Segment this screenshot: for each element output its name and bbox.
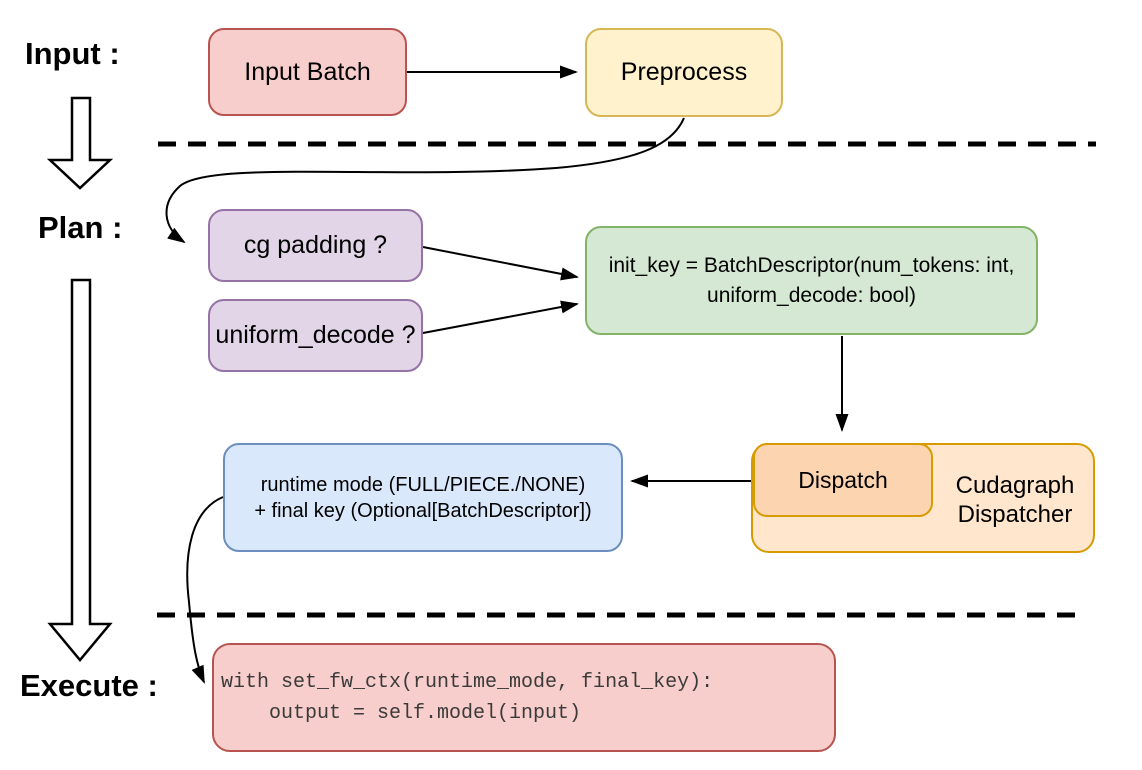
node-preprocess-label: Preprocess — [620, 58, 748, 86]
node-cudagraph-dispatcher-line1: Cudagraph — [955, 472, 1075, 499]
phase-label-input: Input : — [25, 36, 120, 71]
node-execute-code: with set_fw_ctx(runtime_mode, final_key)… — [212, 643, 836, 752]
node-input-batch-label: Input Batch — [244, 57, 371, 86]
node-cg-padding: cg padding ? — [208, 209, 423, 282]
node-execute-code-line1: with set_fw_ctx(runtime_mode, final_key)… — [221, 670, 714, 694]
connector-runtimemode-to-execute — [186, 496, 224, 684]
node-preprocess: Preprocess — [585, 28, 783, 117]
node-dispatch-label: Dispatch — [798, 466, 888, 493]
node-init-key-line2: uniform_decode: bool) — [707, 283, 916, 307]
node-cudagraph-dispatcher-label: Cudagraph Dispatcher — [935, 445, 1095, 555]
node-execute-code-line2: output = self.model(input) — [221, 701, 582, 725]
phase-label-execute: Execute : — [20, 668, 158, 703]
node-cudagraph-dispatcher-line2: Dispatcher — [957, 501, 1073, 528]
block-arrow-plan-to-execute-icon — [47, 278, 113, 662]
node-input-batch: Input Batch — [208, 28, 407, 116]
phase-label-plan: Plan : — [38, 210, 123, 245]
connector-preprocess-to-cgpadding — [165, 117, 685, 244]
node-runtime-mode-line1: runtime mode (FULL/PIECE./NONE) — [260, 473, 586, 496]
node-uniform-decode-label: uniform_decode ? — [215, 321, 416, 349]
node-cg-padding-label: cg padding ? — [243, 231, 388, 259]
node-init-key: init_key = BatchDescriptor(num_tokens: i… — [585, 226, 1038, 335]
node-runtime-mode: runtime mode (FULL/PIECE./NONE) + final … — [223, 443, 623, 552]
node-runtime-mode-line2: + final key (Optional[BatchDescriptor]) — [254, 499, 592, 522]
node-uniform-decode: uniform_decode ? — [208, 299, 423, 372]
connector-uniformdecode-to-initkey — [422, 300, 579, 334]
node-dispatch: Dispatch — [753, 443, 933, 517]
node-init-key-line1: init_key = BatchDescriptor(num_tokens: i… — [608, 253, 1015, 277]
block-arrow-input-to-plan-icon — [46, 96, 114, 190]
connector-cgpadding-to-initkey — [422, 246, 579, 281]
